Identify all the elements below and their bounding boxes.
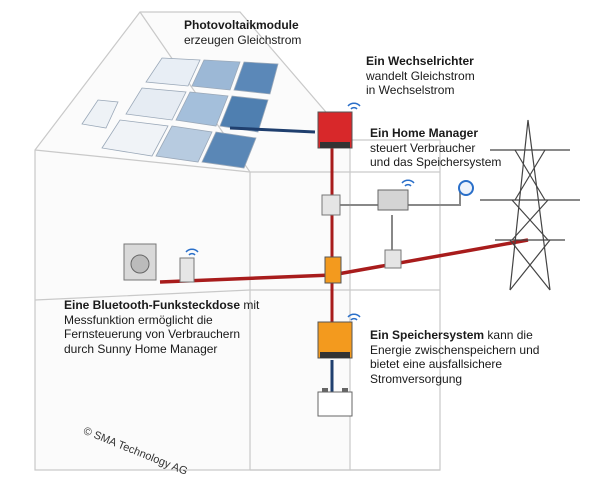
- dc-cable: [229, 126, 316, 134]
- home-manager-label: Ein Home Manager steuert Verbraucher und…: [370, 126, 501, 170]
- pv-label: Photovoltaikmodule erzeugen Gleichstrom: [184, 18, 301, 47]
- inverter-title: Ein Wechselrichter: [366, 54, 474, 68]
- inverter-label: Ein Wechselrichter wandelt Gleichstrom i…: [366, 54, 475, 98]
- home-manager-device: [377, 180, 474, 211]
- storage-title-suffix: kann die: [484, 328, 533, 342]
- storage-line3: Stromversorgung: [370, 371, 463, 386]
- home-manager-line2: und das Speichersystem: [370, 155, 502, 169]
- wifi-icon: [185, 102, 415, 321]
- washing-machine: [123, 243, 157, 281]
- storage-line1: Energie zwischenspeichern und: [370, 342, 540, 357]
- battery: [317, 388, 353, 417]
- home-manager-line1: steuert Verbraucher: [370, 140, 476, 155]
- bluetooth-line2: Fernsteuerung von Verbrauchern: [64, 327, 241, 341]
- power-pylon: [480, 119, 580, 291]
- energy-meter-upper: [321, 194, 341, 216]
- bluetooth-title-suffix: mit: [240, 298, 260, 312]
- bluetooth-plug: [179, 257, 195, 283]
- pv-line1: erzeugen Gleichstrom: [184, 32, 302, 47]
- inverter-unit: [317, 111, 353, 149]
- bluetooth-line1: Messfunktion ermöglicht die: [64, 312, 213, 327]
- home-manager-title: Ein Home Manager: [370, 126, 479, 140]
- inverter-line1: wandelt Gleichstrom: [366, 68, 475, 83]
- energy-meter-lower: [384, 249, 402, 269]
- inverter-line2: in Wechselstrom: [366, 83, 455, 97]
- bluetooth-label: Eine Bluetooth-Funksteckdose mit Messfun…: [64, 298, 259, 356]
- storage-title: Ein Speichersystem: [370, 328, 485, 342]
- bluetooth-title: Eine Bluetooth-Funksteckdose: [64, 298, 241, 312]
- storage-line2: bietet eine ausfallsichere: [370, 357, 503, 371]
- storage-label: Ein Speichersystem kann die Energie zwis…: [370, 328, 539, 386]
- pv-title: Photovoltaikmodule: [184, 18, 299, 32]
- data-cable: [332, 190, 461, 206]
- storage-unit: [317, 321, 353, 359]
- junction-box: [324, 256, 342, 284]
- solar-panels: [81, 57, 279, 169]
- bluetooth-line3: durch Sunny Home Manager: [64, 341, 218, 356]
